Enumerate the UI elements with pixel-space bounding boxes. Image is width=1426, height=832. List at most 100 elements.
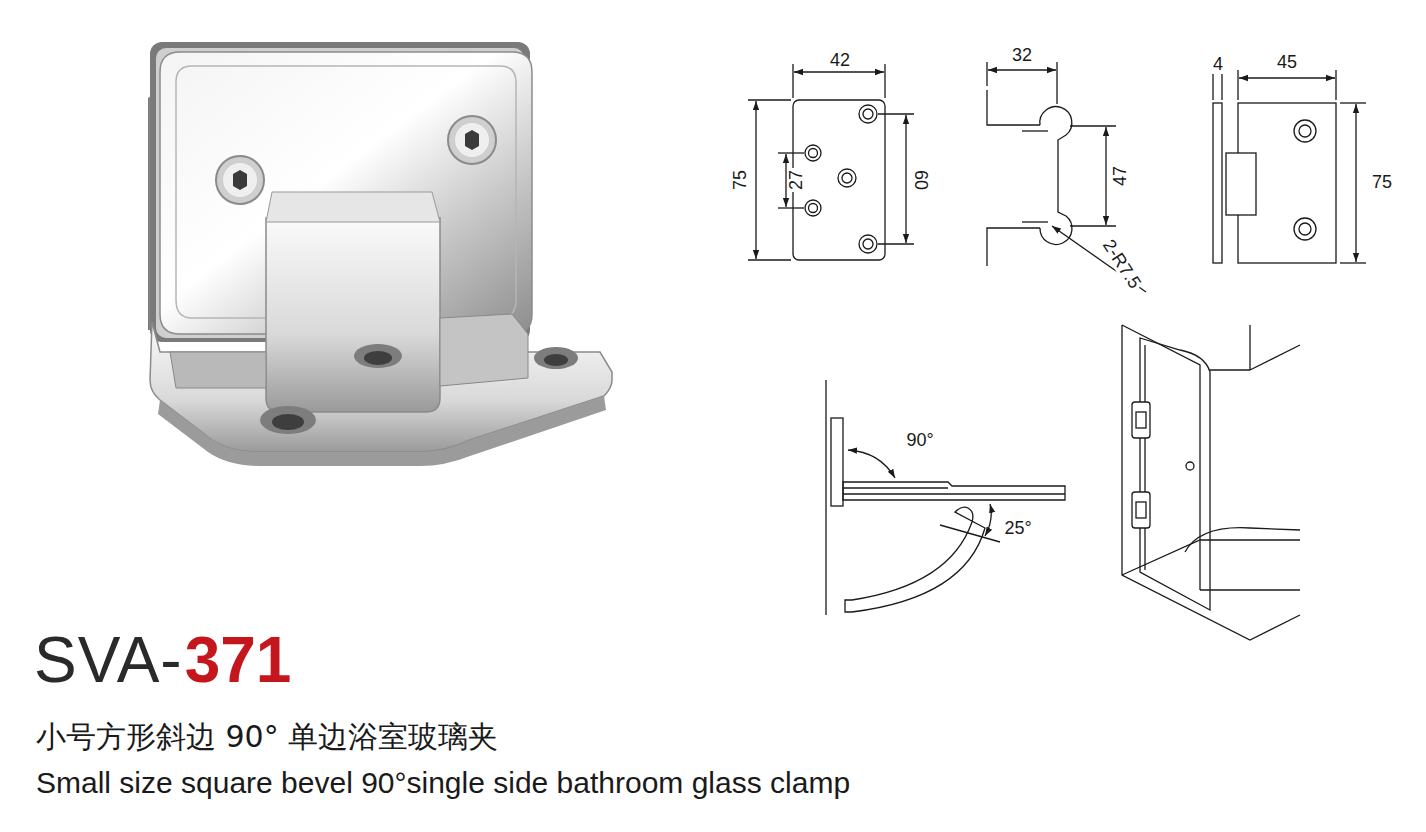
product-photo-part bbox=[440, 314, 528, 386]
swing-diagram-part bbox=[843, 482, 1065, 500]
front-view-part bbox=[863, 109, 873, 119]
model-number: 371 bbox=[185, 628, 292, 692]
dimension-label: 32 bbox=[1010, 46, 1034, 64]
shower-installation-part bbox=[1185, 528, 1300, 552]
product-photo-part bbox=[455, 123, 489, 157]
product-photo-part bbox=[448, 116, 496, 164]
shower-installation-part bbox=[1136, 502, 1146, 518]
rear-view-part bbox=[1294, 218, 1316, 240]
dimension-label: 4 bbox=[1211, 55, 1225, 73]
side-view-part bbox=[987, 228, 1040, 266]
dimension-label: 25° bbox=[1002, 519, 1033, 537]
front-view-part bbox=[878, 243, 914, 244]
product-photo-part bbox=[266, 218, 440, 412]
shower-installation-part bbox=[1140, 338, 1210, 610]
rear-view bbox=[1213, 70, 1366, 263]
front-view-part bbox=[778, 152, 804, 153]
rear-view-part bbox=[1355, 104, 1356, 262]
rear-view-part bbox=[1299, 125, 1311, 137]
front-view-part bbox=[859, 105, 877, 123]
front-view-part bbox=[884, 64, 885, 98]
rear-view-part bbox=[1221, 74, 1222, 100]
dimension-label: 27 bbox=[787, 168, 805, 192]
shower-installation-part bbox=[1200, 589, 1300, 590]
side-view-part bbox=[1022, 130, 1048, 131]
rear-view-part bbox=[1340, 102, 1366, 103]
front-view-part bbox=[842, 173, 852, 183]
swing-diagram bbox=[826, 380, 1065, 615]
front-view-part bbox=[809, 204, 818, 213]
shower-installation-part bbox=[1122, 325, 1200, 590]
product-photo-part bbox=[354, 344, 402, 368]
rear-view-part bbox=[1212, 74, 1213, 100]
product-photo-part bbox=[544, 354, 568, 366]
side-view-part bbox=[986, 62, 987, 86]
front-view-part bbox=[805, 145, 821, 161]
side-view-part bbox=[1040, 107, 1072, 245]
swing-diagram-part bbox=[843, 493, 1065, 494]
shower-installation-part bbox=[1210, 369, 1250, 370]
swing-diagram-part bbox=[845, 507, 985, 612]
front-view-part bbox=[748, 99, 791, 100]
side-view-part bbox=[1056, 62, 1057, 104]
rear-view-part bbox=[1213, 103, 1222, 263]
product-photo-part bbox=[223, 163, 257, 197]
front-view-part bbox=[863, 239, 873, 249]
rear-view-part bbox=[1239, 77, 1335, 78]
dimension-label: 60 bbox=[912, 168, 930, 192]
rear-view-part bbox=[1226, 153, 1256, 215]
swing-diagram-part bbox=[831, 418, 843, 506]
swing-diagram-part bbox=[825, 380, 826, 615]
shower-installation-part bbox=[1122, 325, 1300, 640]
product-photo-part bbox=[266, 192, 440, 222]
dimension-label: 75 bbox=[1370, 173, 1394, 191]
model-prefix: SVA- bbox=[34, 628, 183, 692]
dimension-label: 47 bbox=[1111, 164, 1129, 188]
dimension-label: 90° bbox=[904, 431, 935, 449]
side-view-part bbox=[1070, 225, 1116, 226]
shower-installation-part bbox=[1144, 345, 1145, 570]
rear-view-part bbox=[1299, 223, 1311, 235]
dimension-label: 42 bbox=[828, 51, 852, 69]
front-view-part bbox=[878, 113, 914, 114]
shower-installation-part bbox=[1122, 540, 1300, 575]
product-photo-part bbox=[260, 406, 316, 434]
front-view-part bbox=[793, 100, 885, 260]
side-view-part bbox=[1070, 125, 1116, 126]
side-view-part bbox=[988, 69, 1056, 70]
product-photo-part bbox=[170, 352, 266, 388]
rear-view-part bbox=[1294, 120, 1316, 142]
front-view bbox=[748, 64, 914, 260]
swing-diagram-part bbox=[848, 450, 895, 478]
side-view-part bbox=[1105, 127, 1106, 225]
product-photo-part bbox=[233, 170, 247, 190]
shower-installation bbox=[1122, 325, 1300, 640]
shower-installation-part bbox=[1136, 412, 1146, 428]
front-view-part bbox=[809, 149, 818, 158]
product-photo bbox=[148, 42, 612, 466]
shower-installation-part bbox=[1186, 462, 1194, 470]
front-view-part bbox=[748, 259, 791, 260]
product-caption: Small size square bevel 90°single side b… bbox=[36, 768, 850, 798]
swing-diagram-part bbox=[985, 504, 991, 536]
shower-installation-part bbox=[1132, 492, 1150, 528]
swing-diagram-part bbox=[843, 487, 948, 488]
swing-diagram-part bbox=[940, 525, 1000, 542]
dimension-label: 45 bbox=[1275, 53, 1299, 71]
product-photo-part bbox=[216, 156, 264, 204]
side-view-part bbox=[987, 90, 1040, 125]
front-view-part bbox=[778, 207, 804, 208]
front-view-part bbox=[805, 200, 821, 216]
front-view-part bbox=[755, 101, 756, 259]
shower-installation-part bbox=[1250, 325, 1300, 370]
rear-view-part bbox=[1335, 70, 1336, 100]
product-photo-part bbox=[465, 130, 479, 150]
product-photo-part bbox=[534, 347, 578, 369]
shower-installation-part bbox=[1132, 402, 1150, 438]
rear-view-part bbox=[1237, 70, 1238, 100]
side-view-part bbox=[1022, 221, 1048, 222]
front-view-part bbox=[838, 169, 856, 187]
rear-view-part bbox=[1340, 262, 1366, 263]
front-view-part bbox=[905, 115, 906, 243]
